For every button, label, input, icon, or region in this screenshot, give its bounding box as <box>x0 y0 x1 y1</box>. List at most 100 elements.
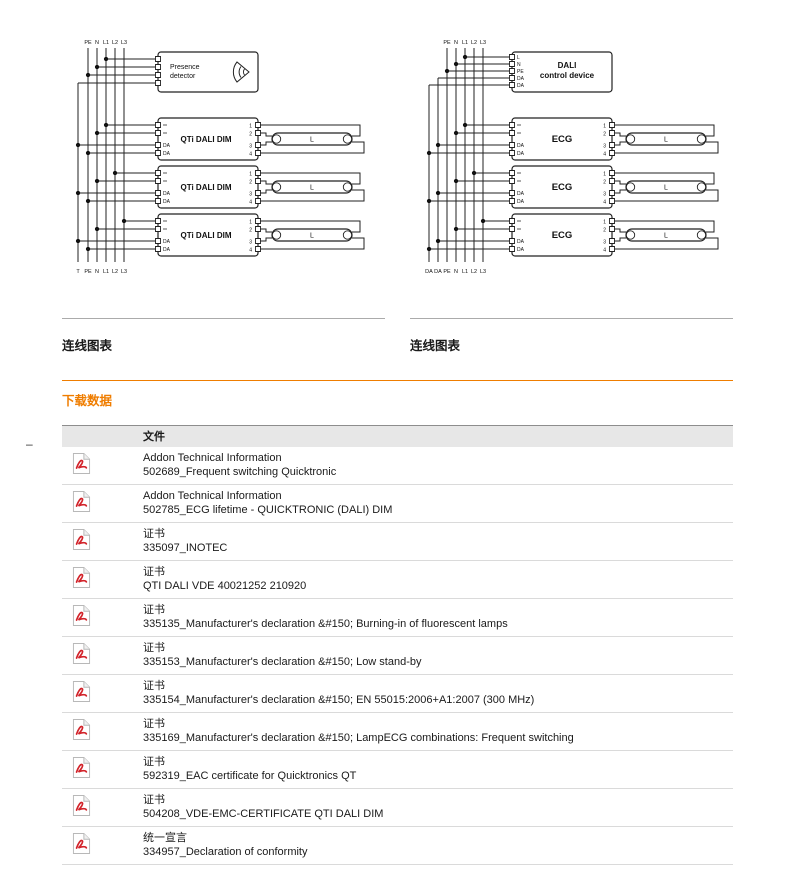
terminal-label: L <box>517 55 520 61</box>
ballast-2: L DA DA 1 2 3 4 QTi DALI DIM <box>75 165 365 209</box>
pdf-icon[interactable] <box>72 490 91 513</box>
file-row[interactable]: 证书 QTI DALI VDE 40021252 210920 <box>62 561 733 599</box>
file-row[interactable]: Addon Technical Information 502689_Frequ… <box>62 447 733 485</box>
terminal-squares <box>509 218 615 252</box>
ballast-1: L DA DA 1 2 3 4 QTi DALI DIM <box>75 117 365 161</box>
pdf-icon[interactable] <box>72 528 91 551</box>
file-link[interactable]: 335154_Manufacturer's declaration &#150;… <box>143 693 535 706</box>
downloads-table: 文件 Addon Technical Information 502689_Fr… <box>62 425 733 865</box>
file-row[interactable]: 证书 335154_Manufacturer's declaration &#1… <box>62 675 733 713</box>
file-row[interactable]: 证书 592319_EAC certificate for Quicktroni… <box>62 751 733 789</box>
file-category: 证书 <box>143 528 165 540</box>
file-link[interactable]: 502785_ECG lifetime - QUICKTRONIC (DALI)… <box>143 503 393 516</box>
file-info: 统一宣言 334957_Declaration of conformity <box>143 832 307 859</box>
terminal-number: 1 <box>249 172 252 178</box>
bus-lines <box>77 48 125 262</box>
wire-label-bottom: L3 <box>480 269 486 275</box>
device-label: ECG <box>552 182 573 193</box>
terminal-number: 4 <box>603 152 606 158</box>
ecg-3: L DA DA 1 2 3 4 ECG <box>426 213 719 257</box>
file-row[interactable]: 统一宣言 334957_Declaration of conformity <box>62 827 733 865</box>
file-link[interactable]: 335135_Manufacturer's declaration &#150;… <box>143 617 508 630</box>
file-row[interactable]: Addon Technical Information 502785_ECG l… <box>62 485 733 523</box>
motion-sensor-icon <box>232 61 250 83</box>
lamp-pin <box>271 230 282 240</box>
pdf-icon[interactable] <box>72 604 91 627</box>
file-category: 证书 <box>143 756 165 768</box>
pdf-icon[interactable] <box>72 718 91 741</box>
terminal-squares <box>155 170 261 204</box>
file-info: Addon Technical Information 502689_Frequ… <box>143 452 336 479</box>
wire-label-bottom: L1 <box>462 269 468 275</box>
wire-label-bottom: N <box>454 269 458 275</box>
file-link[interactable]: 335169_Manufacturer's declaration &#150;… <box>143 731 574 744</box>
pdf-icon[interactable] <box>72 452 91 475</box>
wire-label-top: L3 <box>480 40 486 46</box>
device-box <box>511 117 613 161</box>
wire-label-bottom: T <box>76 269 80 275</box>
ballast-3: L DA DA 1 2 3 4 QTi DALI DIM <box>75 213 365 257</box>
pdf-icon[interactable] <box>72 566 91 589</box>
pdf-icon[interactable] <box>72 832 91 855</box>
terminal-squares <box>155 56 161 86</box>
wire-label-bottom: L1 <box>103 269 109 275</box>
terminal-squares <box>509 122 615 156</box>
wire-label-bottom: N <box>95 269 99 275</box>
file-link[interactable]: 502689_Frequent switching Quicktronic <box>143 465 337 478</box>
device-box <box>157 165 259 209</box>
lamp-pin <box>625 230 636 240</box>
terminal-number: 2 <box>603 180 606 186</box>
terminal-number: 3 <box>249 240 252 246</box>
terminal-label: DA <box>517 83 525 89</box>
wire-label-top: L1 <box>103 40 109 46</box>
device-label: ECG <box>552 134 573 145</box>
file-link[interactable]: 592319_EAC certificate for Quicktronics … <box>143 769 357 782</box>
file-category: 证书 <box>143 642 165 654</box>
caption-wiring-right: 连线图表 <box>410 318 733 354</box>
terminal-label: DA <box>163 239 171 245</box>
wire-label-bottom: DA <box>425 269 433 275</box>
wire-label-bottom: PE <box>443 269 451 275</box>
file-link[interactable]: 335097_INOTEC <box>143 541 228 554</box>
terminal-number: 3 <box>603 144 606 150</box>
terminal-label: DA <box>517 199 525 205</box>
terminal-label: N <box>517 62 521 68</box>
file-link[interactable]: QTI DALI VDE 40021252 210920 <box>143 579 307 592</box>
diagram-right: PE N L1 L2 L3 DA DA PE N L1 L2 L3 L N PE… <box>425 40 719 275</box>
file-info: Addon Technical Information 502785_ECG l… <box>143 490 392 517</box>
lamp-pin <box>342 230 353 240</box>
terminal-label: DA <box>517 239 525 245</box>
pdf-icon[interactable] <box>72 756 91 779</box>
terminal-number: 2 <box>603 228 606 234</box>
pdf-icon[interactable] <box>72 794 91 817</box>
file-row[interactable]: 证书 504208_VDE-EMC-CERTIFICATE QTI DALI D… <box>62 789 733 827</box>
pdf-icon[interactable] <box>72 642 91 665</box>
device-label: detector <box>170 73 196 80</box>
file-row[interactable]: 证书 335097_INOTEC <box>62 523 733 561</box>
device-label: Presence <box>170 64 200 71</box>
terminal-number: 4 <box>603 200 606 206</box>
lamp-pin <box>625 182 636 192</box>
file-link[interactable]: 335153_Manufacturer's declaration &#150;… <box>143 655 422 668</box>
ecg-1: L DA DA 1 2 3 4 ECG <box>426 117 719 161</box>
lamp-label: L <box>664 233 668 240</box>
dali-control-device: L N PE DA DA DALI control device <box>429 51 613 93</box>
terminal-number: 4 <box>603 248 606 254</box>
table-header-label: 文件 <box>143 431 165 443</box>
file-row[interactable]: 证书 335135_Manufacturer's declaration &#1… <box>62 599 733 637</box>
pdf-icon[interactable] <box>72 680 91 703</box>
wire-label-top: L3 <box>121 40 127 46</box>
wire-label-bottom: L2 <box>112 269 118 275</box>
file-category: 证书 <box>143 718 165 730</box>
lamp-label: L <box>310 233 314 240</box>
file-row[interactable]: 证书 335153_Manufacturer's declaration &#1… <box>62 637 733 675</box>
device-label: QTi DALI DIM <box>181 135 232 144</box>
lamp-pin <box>271 182 282 192</box>
file-row[interactable]: 证书 335169_Manufacturer's declaration &#1… <box>62 713 733 751</box>
device-box <box>511 165 613 209</box>
file-link[interactable]: 504208_VDE-EMC-CERTIFICATE QTI DALI DIM <box>143 807 384 820</box>
terminal-number: 3 <box>249 192 252 198</box>
file-link[interactable]: 334957_Declaration of conformity <box>143 845 308 858</box>
terminal-number: 4 <box>249 152 252 158</box>
caption-wiring-left: 连线图表 <box>62 318 385 354</box>
